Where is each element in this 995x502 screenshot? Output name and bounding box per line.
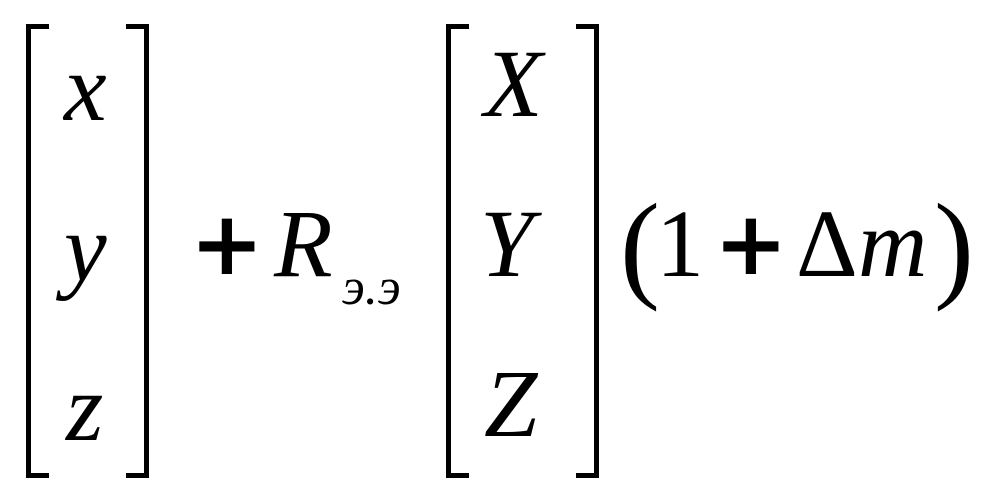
coefficient-r: R [274,190,333,297]
left-bracket-upper-vector [446,24,469,478]
coefficient-subscript: э.э [342,259,401,316]
plus-sign: + [190,192,264,295]
right-bracket-upper-vector [576,24,599,478]
number-one: 1 [656,190,704,297]
close-parenthesis: ) [934,179,974,312]
delta-symbol: Δ [796,190,858,297]
vector-element-x: x [64,34,107,141]
left-bracket-lower-vector [26,24,49,478]
vector-element-y: y [64,194,107,301]
plus-sign-factor: + [714,192,788,295]
vector-element-Z: Z [484,350,538,457]
right-bracket-lower-vector [126,24,149,478]
vector-element-z: z [66,354,104,461]
vector-element-Y: Y [480,190,534,297]
vector-element-X: X [484,30,543,137]
variable-m: m [858,190,928,297]
open-parenthesis: ( [620,179,660,312]
